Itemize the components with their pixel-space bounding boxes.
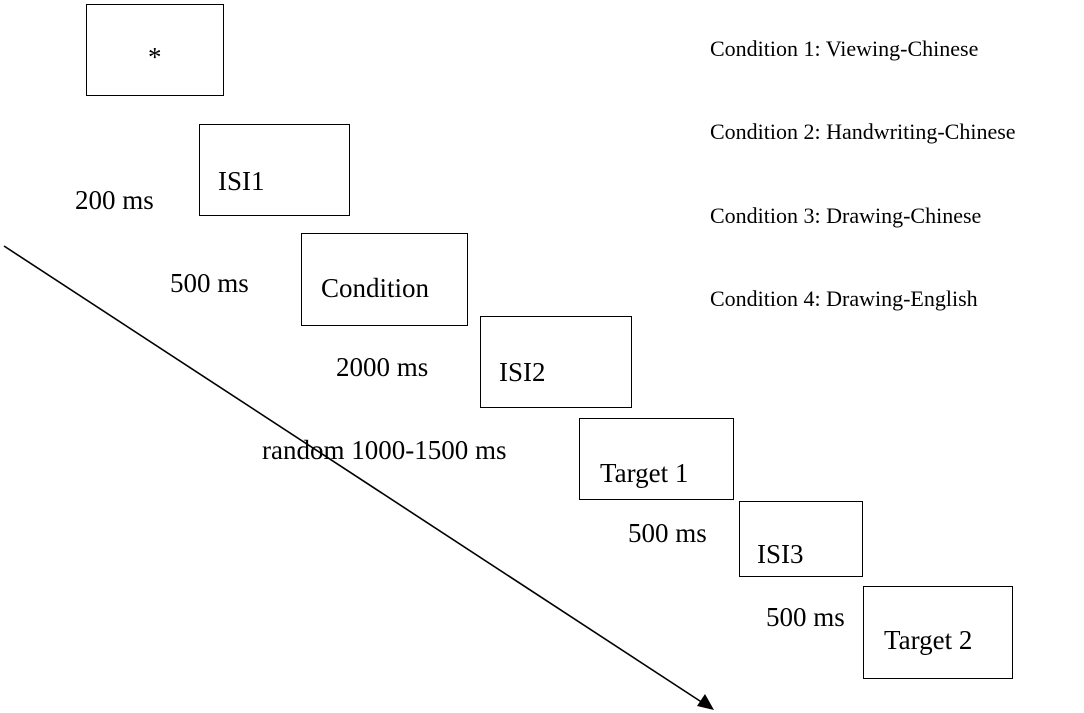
- screen-label-target1: Target 1: [600, 458, 689, 488]
- screen-label-condition: Condition: [321, 273, 430, 303]
- condition-list-item-2: Condition 2: Handwriting-Chinese: [710, 119, 1016, 144]
- duration-label-isi2: random 1000-1500 ms: [262, 435, 507, 465]
- screen-box-fixation: [86, 4, 224, 96]
- condition-list-item-3: Condition 3: Drawing-Chinese: [710, 203, 982, 228]
- screen-box-isi2: [480, 316, 632, 408]
- fixation-cross: *: [148, 42, 162, 72]
- duration-label-target1: 500 ms: [628, 518, 707, 548]
- screen-label-isi2: ISI2: [499, 357, 546, 387]
- screen-box-condition: [301, 233, 468, 326]
- condition-list-item-4: Condition 4: Drawing-English: [710, 286, 978, 311]
- screen-box-target1: [579, 418, 734, 500]
- duration-label-fixation: 200 ms: [75, 185, 154, 215]
- screen-label-isi3: ISI3: [757, 539, 804, 569]
- condition-list-item-1: Condition 1: Viewing-Chinese: [710, 36, 979, 61]
- screen-box-target2: [863, 586, 1013, 679]
- screen-label-isi1: ISI1: [218, 166, 265, 196]
- duration-label-condition: 2000 ms: [336, 352, 429, 382]
- duration-label-isi1: 500 ms: [170, 268, 249, 298]
- screen-box-isi3: [739, 501, 863, 577]
- screen-box-isi1: [199, 124, 350, 216]
- duration-label-isi3: 500 ms: [766, 602, 845, 632]
- screen-label-target2: Target 2: [884, 625, 973, 655]
